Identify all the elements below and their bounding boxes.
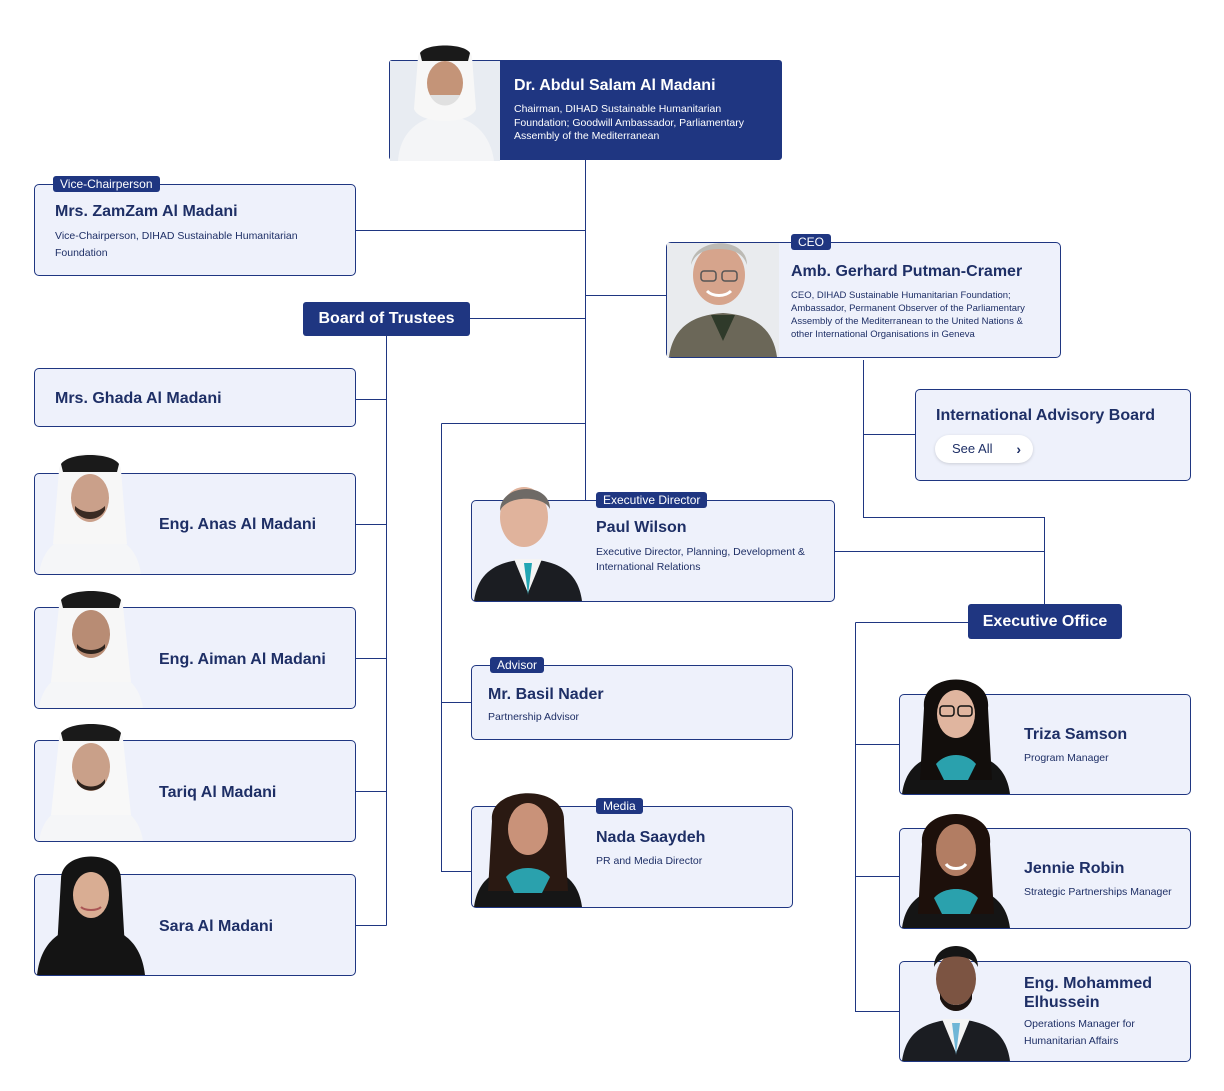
vice-chair-tag: Vice-Chairperson (53, 176, 160, 192)
trustee-photo-tariq (35, 719, 147, 841)
vice-chair-name: Mrs. ZamZam Al Madani (55, 203, 238, 220)
advisor-name: Mr. Basil Nader (488, 686, 604, 703)
vice-chair-description: Vice-Chairperson, DIHAD Sustainable Huma… (55, 230, 298, 259)
trustee-name: Mrs. Ghada Al Madani (55, 390, 222, 407)
office-member-name: Jennie Robin (1024, 860, 1125, 877)
executive-director-name: Paul Wilson (596, 519, 687, 536)
advisor-description: Partnership Advisor (488, 711, 580, 723)
vice-chair-card[interactable]: Vice-Chairperson Mrs. ZamZam Al Madani V… (34, 176, 356, 276)
chairman-description: Chairman, DIHAD Sustainable Humanitarian… (514, 103, 744, 142)
trustee-name: Sara Al Madani (159, 918, 274, 935)
executive-director-card[interactable]: Executive Director Paul Wilson Executive… (471, 487, 835, 602)
ceo-description: CEO, DIHAD Sustainable Humanitarian Foun… (791, 290, 1025, 340)
trustee-name: Eng. Aiman Al Madani (159, 651, 326, 668)
chairman-card[interactable]: Dr. Abdul Salam Al Madani Chairman, DIHA… (389, 45, 782, 161)
media-tag: Media (596, 798, 643, 814)
office-member-description: Program Manager (1024, 752, 1109, 764)
see-all-label: See All (952, 441, 993, 456)
advisory-board-card: International Advisory Board See All › (915, 389, 1191, 481)
trustee-photo-anas (35, 448, 145, 574)
trustee-photo-aiman (35, 586, 147, 708)
office-photo-mohammed (900, 935, 1012, 1061)
advisory-board-title: International Advisory Board (936, 407, 1155, 424)
office-member-name: Eng. Mohammed Elhussein (1024, 975, 1153, 1011)
trustee-name: Tariq Al Madani (159, 784, 277, 801)
trustee-card-ghada[interactable]: Mrs. Ghada Al Madani (34, 368, 356, 427)
trustee-card-sara[interactable]: Sara Al Madani (34, 856, 356, 976)
chairman-name: Dr. Abdul Salam Al Madani (514, 77, 716, 94)
ceo-card[interactable]: CEO Amb. Gerhard Putman-Cramer CEO, DIHA… (666, 234, 1061, 358)
executive-office-header: Executive Office (968, 604, 1122, 639)
office-photo-triza (900, 668, 1012, 794)
trustee-photo-sara (35, 849, 147, 975)
media-card[interactable]: Media Nada Saaydeh PR and Media Director (471, 793, 793, 908)
media-description: PR and Media Director (596, 855, 703, 867)
advisor-card[interactable]: Advisor Mr. Basil Nader Partnership Advi… (471, 657, 793, 740)
see-all-button[interactable]: See All › (935, 435, 1033, 463)
trustee-card-anas[interactable]: Eng. Anas Al Madani (34, 453, 356, 575)
advisor-tag: Advisor (490, 657, 545, 673)
chevron-right-icon: › (1016, 441, 1021, 457)
trustee-card-tariq[interactable]: Tariq Al Madani (34, 724, 356, 842)
media-photo (472, 781, 584, 907)
office-card-mohammed[interactable]: Eng. Mohammed Elhussein Operations Manag… (899, 946, 1191, 1062)
ceo-tag: CEO (791, 234, 832, 250)
media-name: Nada Saaydeh (596, 829, 706, 846)
ceo-photo (667, 231, 779, 357)
office-member-name: Triza Samson (1024, 726, 1128, 743)
chairman-photo (390, 39, 500, 161)
executive-director-photo (472, 475, 584, 601)
executive-director-description: Executive Director, Planning, Developmen… (596, 546, 805, 573)
trustee-name: Eng. Anas Al Madani (159, 516, 317, 533)
office-photo-jennie (900, 802, 1012, 928)
ceo-name: Amb. Gerhard Putman-Cramer (791, 263, 1023, 280)
office-member-description: Operations Manager for Humanitarian Affa… (1024, 1018, 1135, 1047)
office-card-triza[interactable]: Triza Samson Program Manager (899, 679, 1191, 795)
trustee-card-aiman[interactable]: Eng. Aiman Al Madani (34, 591, 356, 709)
executive-director-tag: Executive Director (596, 492, 708, 508)
office-member-description: Strategic Partnerships Manager (1024, 886, 1172, 898)
board-of-trustees-header: Board of Trustees (303, 302, 470, 336)
office-card-jennie[interactable]: Jennie Robin Strategic Partnerships Mana… (899, 814, 1191, 929)
